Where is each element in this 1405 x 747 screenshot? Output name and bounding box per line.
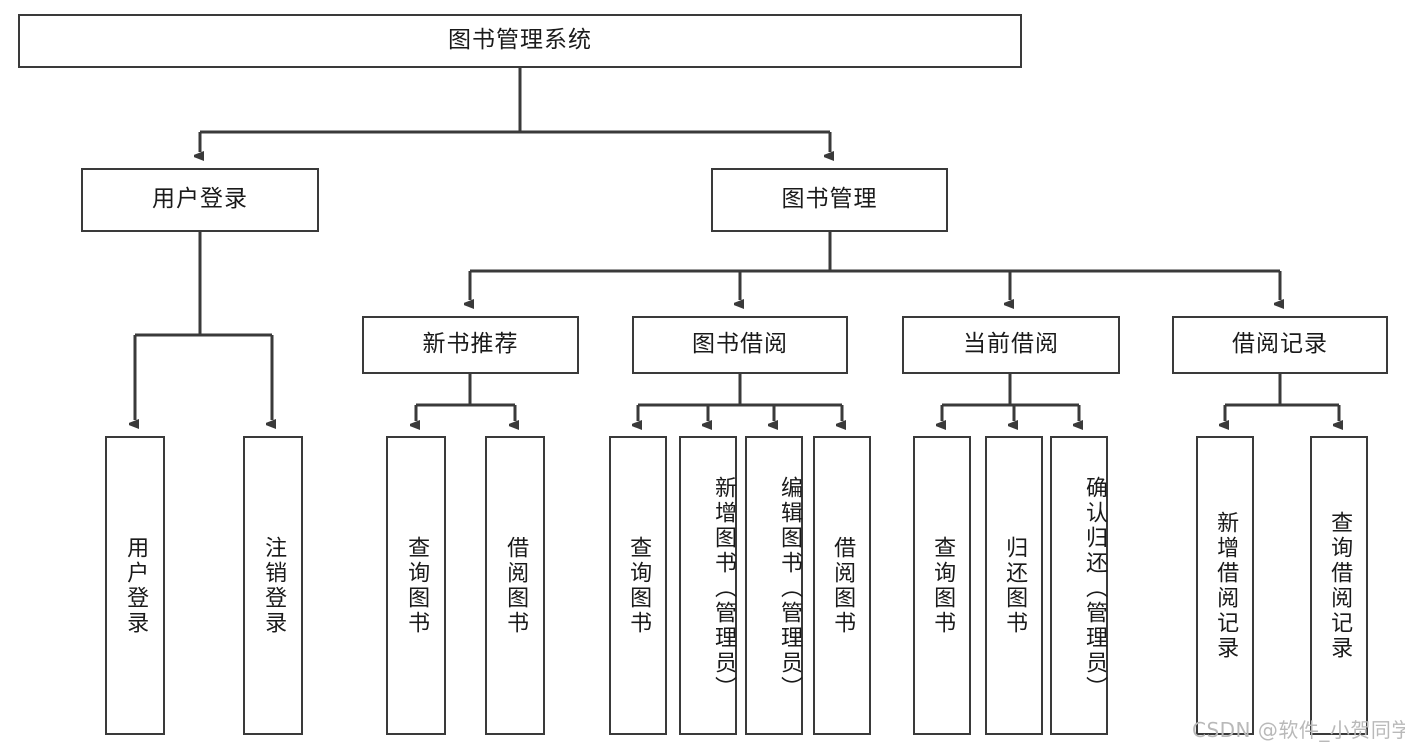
leaf-return-book[interactable]: 归还图书 <box>985 436 1043 735</box>
leaf-query-book-borrow[interactable]: 查询图书 <box>609 436 667 735</box>
leaf-query-book-newbook[interactable]: 查询图书 <box>386 436 446 735</box>
leaf-add-borrow-record[interactable]: 新增借阅记录 <box>1196 436 1254 735</box>
node-user-login[interactable]: 用户登录 <box>81 168 319 232</box>
leaf-logout[interactable]: 注销登录 <box>243 436 303 735</box>
leaf-edit-book-admin[interactable]: 编辑图书（管理员） <box>745 436 803 735</box>
leaf-add-book-admin[interactable]: 新增图书（管理员） <box>679 436 737 735</box>
node-root[interactable]: 图书管理系统 <box>18 14 1022 68</box>
node-current-borrow[interactable]: 当前借阅 <box>902 316 1120 374</box>
node-book-borrow[interactable]: 图书借阅 <box>632 316 848 374</box>
csdn-watermark: CSDN @软件_小贺同学 <box>1192 718 1405 742</box>
leaf-confirm-return-admin[interactable]: 确认归还（管理员） <box>1050 436 1108 735</box>
node-new-book-recommend[interactable]: 新书推荐 <box>362 316 579 374</box>
leaf-borrow-book-newbook[interactable]: 借阅图书 <box>485 436 545 735</box>
leaf-query-borrow-record[interactable]: 查询借阅记录 <box>1310 436 1368 735</box>
leaf-borrow-book[interactable]: 借阅图书 <box>813 436 871 735</box>
node-borrow-record[interactable]: 借阅记录 <box>1172 316 1388 374</box>
node-book-management[interactable]: 图书管理 <box>711 168 948 232</box>
leaf-query-book-current[interactable]: 查询图书 <box>913 436 971 735</box>
leaf-user-login[interactable]: 用户登录 <box>105 436 165 735</box>
